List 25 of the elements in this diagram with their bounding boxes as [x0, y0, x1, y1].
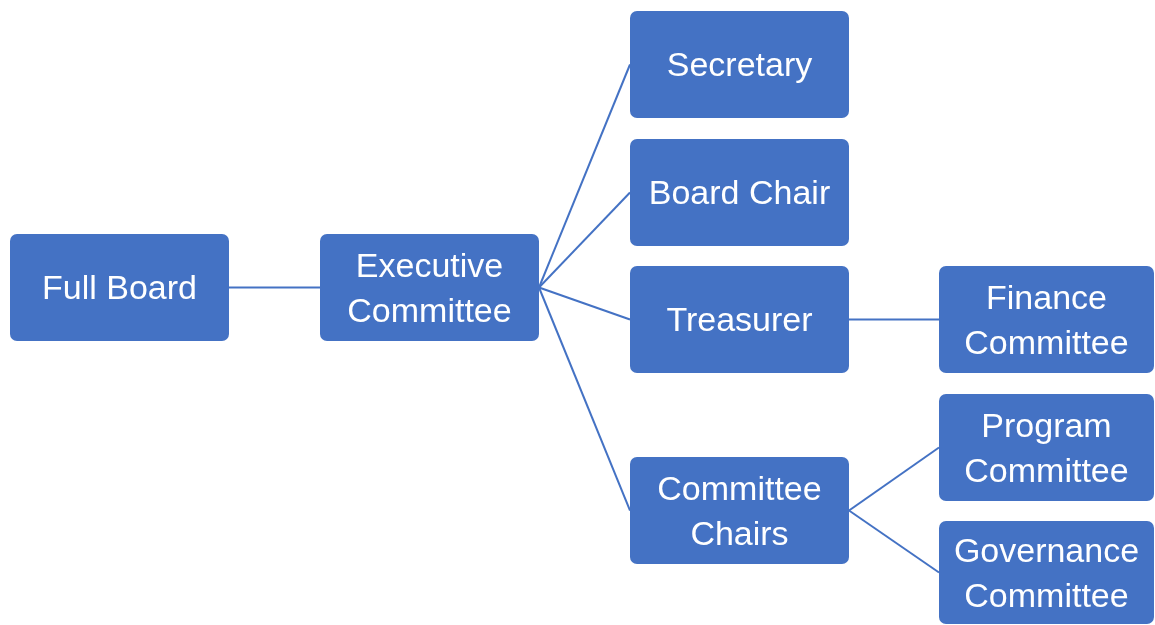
connector-line	[848, 509, 940, 574]
box-label: Committee Chairs	[656, 468, 823, 554]
box-label: Board Chair	[648, 172, 831, 214]
org-box	[939, 521, 1154, 624]
org-box	[630, 139, 849, 246]
box-label: Finance Committee	[963, 277, 1130, 363]
org-box	[630, 457, 849, 564]
connector-line	[228, 286, 321, 289]
connector-line	[538, 286, 631, 321]
org-box	[320, 234, 539, 341]
box-label: Executive Committee	[346, 245, 513, 331]
box-label: Treasurer	[666, 299, 813, 341]
box-label: Full Board	[42, 267, 197, 309]
org-box	[939, 266, 1154, 373]
connector-line	[538, 286, 631, 512]
connector-line	[848, 446, 940, 512]
org-box	[939, 394, 1154, 501]
box-label: Secretary	[666, 44, 813, 86]
connector-line	[538, 191, 631, 289]
box-label: Program Committee	[963, 405, 1130, 491]
org-box	[10, 234, 229, 341]
org-box	[630, 11, 849, 118]
box-label: Governance Committee	[952, 530, 1141, 616]
connector-line	[848, 318, 940, 321]
org-box	[630, 266, 849, 373]
